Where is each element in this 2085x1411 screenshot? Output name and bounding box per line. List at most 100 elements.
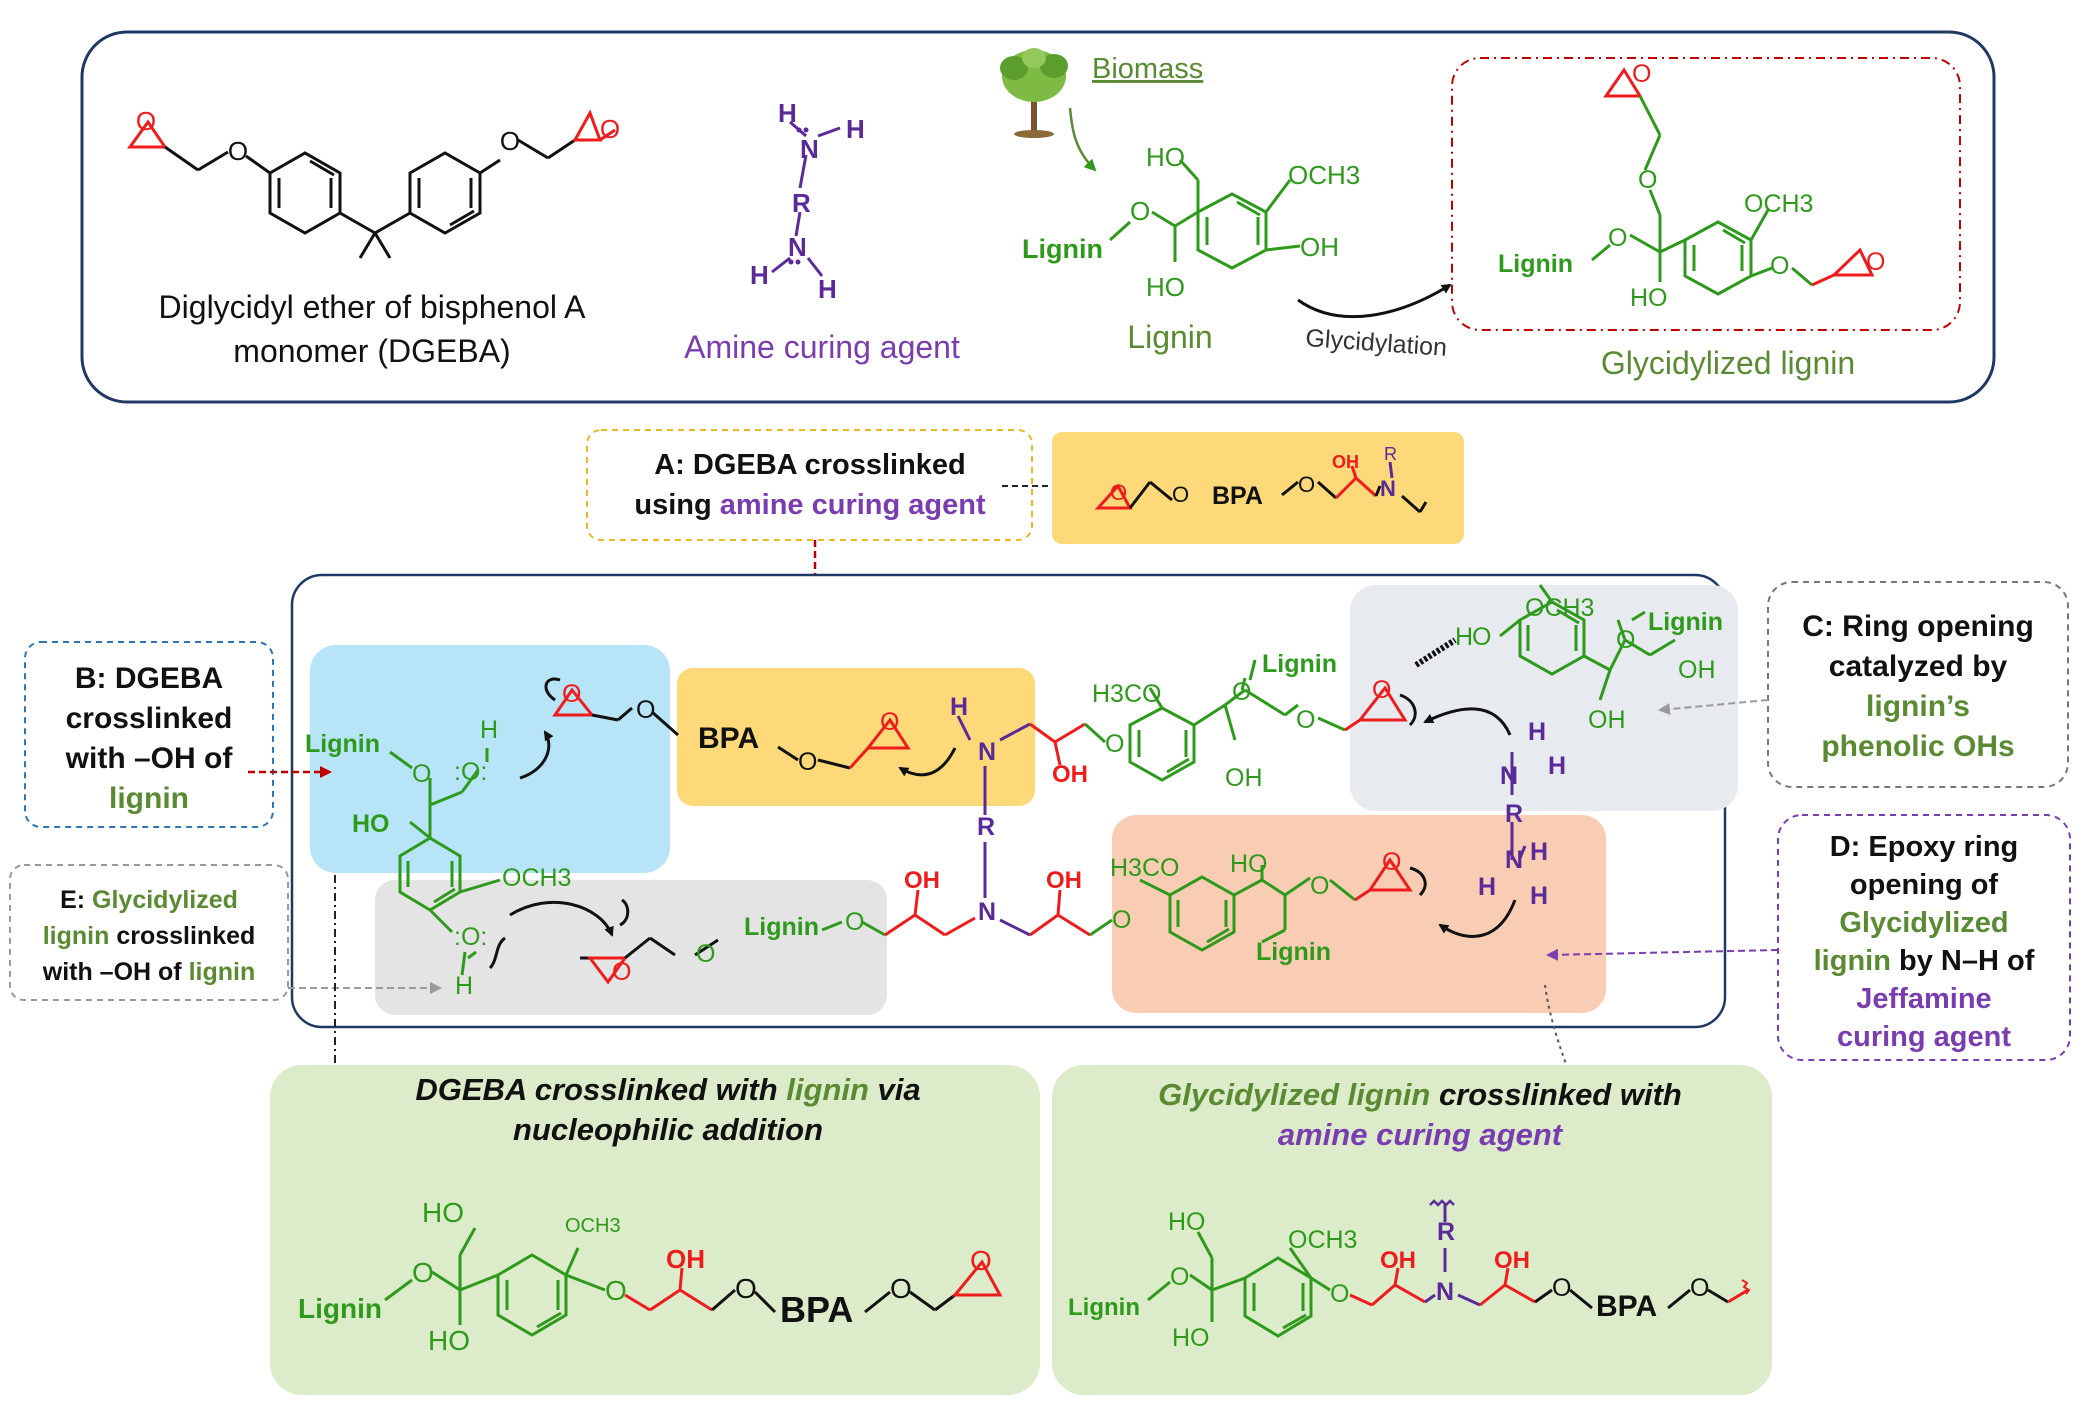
br-r: R <box>1437 1218 1455 1246</box>
net-ho-d: HO <box>1230 850 1268 878</box>
lignin-top-lignin-text: Lignin <box>1022 234 1103 264</box>
callout-e-crosslinked: crosslinked <box>109 922 255 950</box>
a-prod-o3: O <box>1298 472 1315 497</box>
net-o-d2: O <box>1310 872 1329 900</box>
lignin-label: Lignin <box>1127 319 1212 355</box>
net-oh-e1: OH <box>904 867 940 894</box>
callout-a-prefix: using <box>634 489 719 521</box>
callout-c-line3: lignin’s <box>1866 690 1970 723</box>
a-prod-r: R <box>1384 444 1397 464</box>
callout-e-lignin1: lignin <box>43 922 110 950</box>
gl-ether-o1: O <box>1638 166 1657 194</box>
bl-och3: OCH3 <box>565 1215 621 1237</box>
tree-icon <box>1000 48 1068 138</box>
bottom-right-title-line1: Glycidylized lignin crosslinked with <box>1158 1077 1682 1112</box>
net-o-e2: O <box>845 908 864 936</box>
net-n3: N <box>1505 846 1523 874</box>
net-n2: N <box>1500 762 1518 790</box>
lignin-top-o: O <box>1130 196 1150 226</box>
bl-bpa: BPA <box>780 1289 853 1330</box>
net-oh-1: OH <box>1052 761 1088 788</box>
amine-h1: H <box>778 98 797 128</box>
bl-ho2: HO <box>428 1325 470 1356</box>
net-epox-o-b: O <box>562 680 581 708</box>
net-h-n2b: H <box>1548 752 1566 780</box>
gl-epoxide-o2: O <box>1866 248 1885 276</box>
mechanism-arrows <box>488 677 1517 970</box>
br-o2: O <box>1330 1280 1349 1308</box>
bottom-right-structure <box>1147 1199 1751 1338</box>
dgeba-label-line2: monomer (DGEBA) <box>233 333 510 369</box>
glycidylized-lignin-box <box>1451 57 1961 331</box>
callout-b-line4: lignin <box>109 782 189 815</box>
net-h3co-d: H3CO <box>1110 854 1179 882</box>
bl-lignin: Lignin <box>298 1293 382 1324</box>
region-d-peach <box>1112 815 1606 1013</box>
dgeba-left-ether-o: O <box>228 136 248 166</box>
callout-e-prefix: E: <box>60 886 92 914</box>
glycidylation-arrow <box>1297 283 1452 319</box>
curved-arrow-icon <box>1068 107 1097 172</box>
net-r1: R <box>977 813 995 841</box>
net-o-c4: O <box>1472 623 1491 651</box>
callout-d-by: by N–H of <box>1891 945 2035 977</box>
bottom-left-title-line1: DGEBA crosslinked with lignin via <box>415 1072 920 1107</box>
br-oh2: OH <box>1494 1247 1530 1274</box>
callout-e-lignin2: lignin <box>189 958 256 986</box>
callout-a-product-structure <box>1094 461 1428 514</box>
bottom-left-panel <box>270 1065 1040 1395</box>
callout-c-line4: phenolic OHs <box>1821 730 2014 763</box>
bl-ho1: HO <box>422 1197 464 1228</box>
callout-b-line1: B: DGEBA <box>75 662 223 695</box>
amine-labels: H N H R N H H <box>750 98 865 304</box>
gl-och3: OCH3 <box>1744 190 1813 218</box>
bl-title-a: DGEBA crosslinked with <box>415 1072 786 1107</box>
net-h-b: H <box>480 716 498 744</box>
callout-d-line2: opening of <box>1850 869 1999 901</box>
region-b-blue <box>310 645 670 873</box>
dgeba-label-line1: Diglycidyl ether of bisphenol A <box>159 289 587 325</box>
region-e-gray <box>375 880 887 1015</box>
amine-r: R <box>792 188 811 218</box>
net-o-b1: O <box>412 760 431 788</box>
a-prod-o2: O <box>1172 482 1189 507</box>
bl-epox-o: O <box>970 1245 992 1276</box>
callout-b-line3: with –OH of <box>65 742 234 775</box>
network-bonds <box>389 584 1676 985</box>
biomass-label: Biomass <box>1092 53 1203 85</box>
lignin-top-ho2: HO <box>1146 272 1185 302</box>
bl-title-b: lignin <box>786 1072 869 1107</box>
bottom-left-structure <box>384 1227 1003 1337</box>
bl-o2: O <box>605 1275 627 1306</box>
net-epox-o-d: O <box>1382 848 1401 876</box>
br-o1: O <box>1170 1263 1189 1291</box>
callout-d-line6: curing agent <box>1837 1021 2011 1053</box>
bl-o1: O <box>412 1257 434 1288</box>
br-bpa: BPA <box>1596 1290 1657 1323</box>
callout-c-box <box>1767 581 2069 788</box>
net-colon-o-e: :O: <box>454 923 487 951</box>
gl-ether-o2: O <box>1608 224 1627 252</box>
a-prod-oh: OH <box>1332 452 1359 472</box>
net-lignin-e: Lignin <box>744 913 819 941</box>
br-n: N <box>1436 1278 1454 1306</box>
net-lignin-c1: Lignin <box>1262 650 1337 678</box>
lignin-top-oh: OH <box>1300 232 1339 262</box>
br-title-b: crosslinked with <box>1430 1077 1682 1112</box>
net-epox-o-e: O <box>612 958 631 986</box>
bottom-left-labels: Lignin O HO HO OCH3 O OH O BPA O O <box>298 1197 992 1356</box>
callout-e-with: with –OH of <box>42 958 189 986</box>
net-epox-o-a: O <box>880 708 899 736</box>
bottom-left-title-line2: nucleophilic addition <box>513 1112 823 1147</box>
network-labels: Lignin O :O: H HO OCH3 :O: H O O BPA O O… <box>305 594 1723 1000</box>
br-title-a: Glycidylized lignin <box>1158 1077 1430 1112</box>
callout-d-line1: D: Epoxy ring <box>1830 831 2019 863</box>
net-och3-c: OCH3 <box>1525 594 1594 622</box>
callout-e-glycidylized: Glycidylized <box>92 886 238 914</box>
bl-oh: OH <box>666 1244 705 1274</box>
dgeba-right-ether-o: O <box>500 126 520 156</box>
net-h-e: H <box>455 972 473 1000</box>
net-oh-e2: OH <box>1046 867 1082 894</box>
lignin-top-labels: Lignin O HO HO OCH3 OH <box>1022 142 1360 302</box>
glycidylized-lignin-label: Glycidylized lignin <box>1601 345 1855 381</box>
